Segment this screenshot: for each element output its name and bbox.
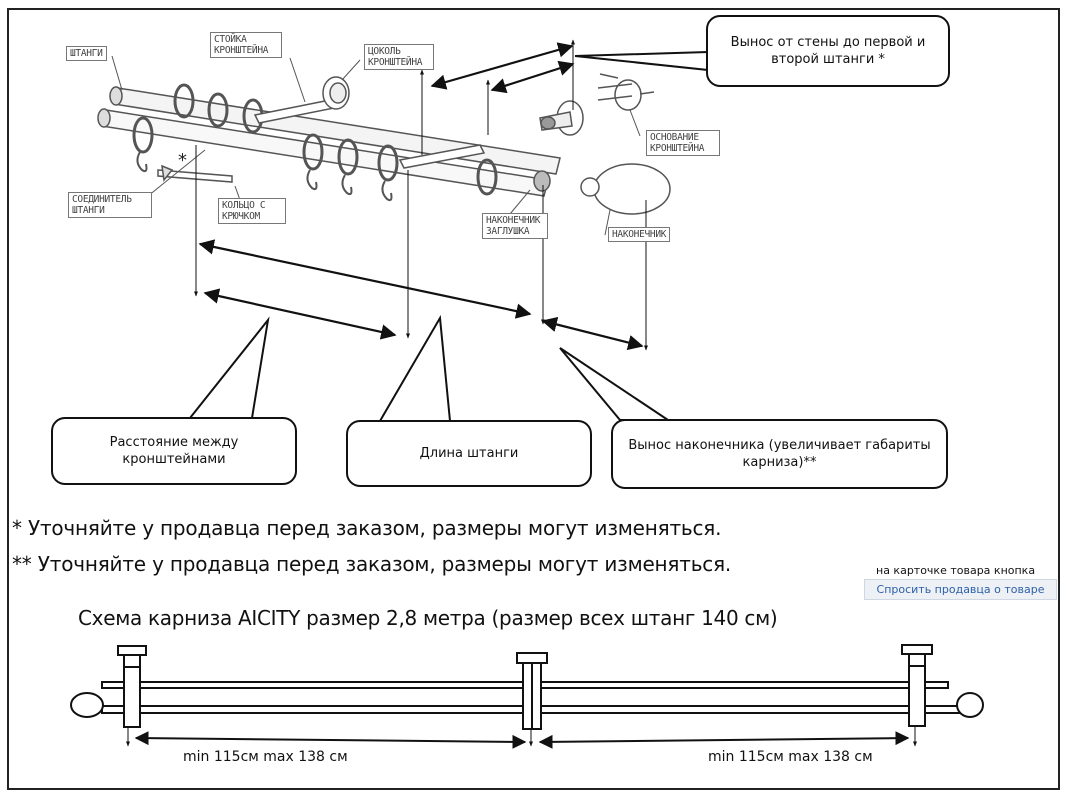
schematic-brackets [117,644,933,730]
seller-hint: на карточке товара кнопка [876,564,1036,577]
measurement-arrows [198,42,644,351]
ask-seller-button[interactable]: Спросить продавца о товаре [864,579,1057,600]
label-end-cap: НАКОНЕЧНИК ЗАГЛУШКА [482,213,548,239]
label-bracket-base: ОСНОВАНИЕ КРОНШТЕЙНА [646,130,720,156]
callout-bracket-distance: Расстояние между кронштейнами [51,417,297,485]
label-bracket-base-cap: ЦОКОЛЬ КРОНШТЕЙНА [364,44,434,70]
label-bracket-post: СТОЙКА КРОНШТЕЙНА [210,32,282,58]
schematic-dimension [126,726,917,749]
label-finial: НАКОНЕЧНИК [608,227,671,242]
rings-drawing [132,83,498,196]
callout-tails [187,50,709,422]
finial-drawing [580,163,671,215]
span-left-dimension: min 115см max 138 см [183,749,348,765]
callout-rod-length: Длина штанги [346,420,592,487]
label-ring-with-hook: КОЛЬЦО С КРЮЧКОМ [218,198,286,224]
scheme-title: Схема карниза AICITY размер 2,8 метра (р… [78,606,778,630]
hooks-drawing [136,151,393,202]
callout-finial-offset: Вынос наконечника (увеличивает габариты … [611,419,948,489]
note-single-star: * Уточняйте у продавца перед заказом, ра… [12,516,722,540]
label-rod-connector: СОЕДИНИТЕЛЬ ШТАНГИ [68,192,152,218]
note-double-star: ** Уточняйте у продавца перед заказом, р… [12,552,732,576]
span-right-dimension: min 115см max 138 см [708,749,873,765]
image-frame [7,8,1060,790]
callout-offset-from-wall: Вынос от стены до первой и второй штанги… [706,15,950,87]
label-rods: ШТАНГИ [66,46,107,61]
extension-lines [194,39,648,351]
base-drawing [597,73,655,111]
brackets-drawing [253,76,584,169]
star-mark: * [178,150,187,171]
